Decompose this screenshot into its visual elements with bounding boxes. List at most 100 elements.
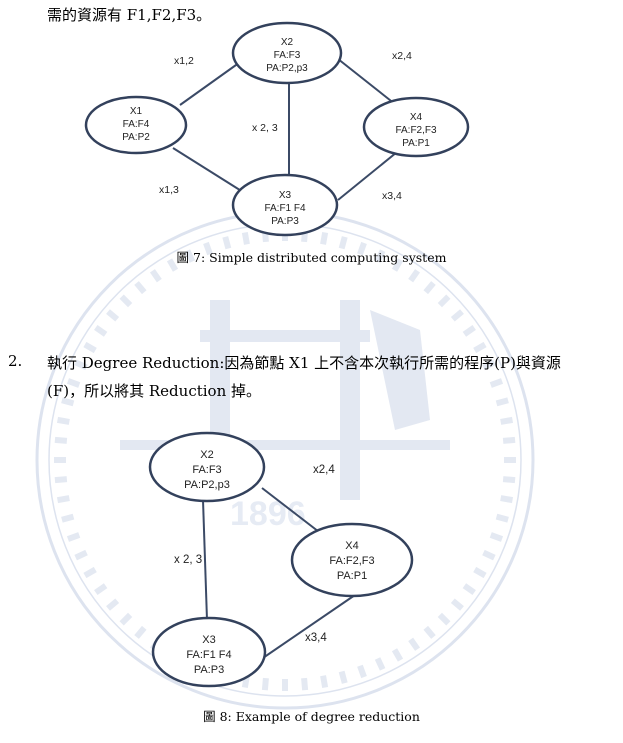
watermark-tick xyxy=(489,532,504,542)
watermark-tick xyxy=(282,679,288,691)
node-x1-name: X1 xyxy=(130,106,143,117)
watermark-tick xyxy=(301,677,309,691)
watermark-tick xyxy=(320,231,329,245)
watermark-tick xyxy=(502,436,516,444)
node-x1-fa: FA:F4 xyxy=(123,119,150,130)
watermark-tick xyxy=(83,341,97,354)
edge-label-x3-x4: x3,4 xyxy=(382,190,402,202)
node-x3-name: X3 xyxy=(279,190,292,201)
watermark-tick xyxy=(94,583,108,595)
watermark-tick xyxy=(106,309,120,322)
item2-number: 2. xyxy=(8,352,23,370)
watermark-tick xyxy=(482,359,496,371)
node-x2-name: X2 xyxy=(281,37,294,48)
watermark-tick xyxy=(450,598,464,611)
watermark-tick xyxy=(391,648,404,662)
watermark-tick xyxy=(261,677,269,691)
watermark-tick xyxy=(374,657,386,671)
edge-x1-x3 xyxy=(172,147,244,193)
watermark-tick xyxy=(500,495,514,504)
edge-label-x1-x2: x1,2 xyxy=(174,55,194,67)
node2-x2-fa: FA:F3 xyxy=(192,464,221,476)
node-x1-pa: PA:P2 xyxy=(122,132,150,143)
edge2-x2-x4 xyxy=(261,487,324,536)
figure2-caption: 圖 8: Example of degree reduction xyxy=(203,709,420,724)
node2-x3-pa: PA:P3 xyxy=(194,664,224,676)
edge2-label-x2-x4: x2,4 xyxy=(313,464,335,476)
watermark-tick xyxy=(437,294,451,308)
node-x1 xyxy=(84,95,188,155)
edge-label-x2-x4: x2,4 xyxy=(392,50,412,62)
watermark-tick xyxy=(56,416,70,425)
node-x4-fa: FA:F2,F3 xyxy=(395,125,437,136)
watermark-year: 1896 xyxy=(230,495,306,533)
node-x2 xyxy=(231,21,343,85)
watermark-tick xyxy=(408,637,420,651)
watermark-tick xyxy=(437,612,451,626)
watermark-tick xyxy=(500,416,514,425)
node-x4-pa: PA:P1 xyxy=(402,138,430,149)
watermark-tick xyxy=(54,457,66,463)
node2-x4-fa: FA:F2,F3 xyxy=(329,555,374,567)
edge-label-x2-x3: x 2, 3 xyxy=(252,122,278,134)
watermark-tick xyxy=(357,241,367,256)
node-x3-fa: FA:F1 F4 xyxy=(264,203,306,214)
node2-x4-name: X4 xyxy=(345,540,358,552)
edge2-x3-x4 xyxy=(259,594,356,661)
watermark-tick xyxy=(374,249,386,263)
node-x4-name: X4 xyxy=(410,112,423,123)
watermark-tick xyxy=(482,549,496,561)
figure1-caption: 圖 7: Simple distributed computing system xyxy=(176,250,447,265)
node2-x3 xyxy=(151,616,267,688)
watermark-tick xyxy=(222,236,232,250)
node2-x3-fa: FA:F1 F4 xyxy=(186,649,231,661)
watermark-tick xyxy=(462,325,476,337)
node-x2-pa: PA:P2,p3 xyxy=(266,63,308,74)
edge-x2-x4 xyxy=(332,54,401,109)
edge2-label-x2-x3: x 2, 3 xyxy=(174,554,202,566)
node2-x3-name: X3 xyxy=(202,634,215,646)
watermark-tick xyxy=(83,566,97,579)
node2-x2-pa: PA:P2,p3 xyxy=(184,479,230,491)
intro-text: 需的資源有 F1,F2,F3。 xyxy=(47,6,212,24)
watermark-tick xyxy=(338,236,348,250)
watermark-tick xyxy=(56,495,70,504)
watermark-tick xyxy=(66,532,81,542)
watermark-tick xyxy=(473,566,487,579)
edge-label-x1-x3: x1,3 xyxy=(159,184,179,196)
watermark-tick xyxy=(391,258,404,272)
node2-x2 xyxy=(148,431,266,503)
watermark-tick xyxy=(134,281,147,295)
watermark-tick xyxy=(408,269,420,283)
watermark-tick xyxy=(241,231,250,245)
watermark-tick xyxy=(54,476,68,484)
watermark-tick xyxy=(61,513,75,523)
watermark-tick xyxy=(184,249,196,263)
edge2-label-x3-x4: x3,4 xyxy=(305,632,327,644)
node-x4 xyxy=(362,96,470,158)
watermark-tick xyxy=(61,397,75,407)
node-x2-fa: FA:F3 xyxy=(274,50,301,61)
watermark-tick xyxy=(134,625,147,639)
watermark-tick xyxy=(462,583,476,595)
watermark-tick xyxy=(423,625,436,639)
watermark-tick xyxy=(119,612,133,626)
node-x3 xyxy=(231,173,339,237)
edge-x3-x4 xyxy=(337,147,403,201)
watermark-tick xyxy=(74,549,88,561)
item2-text-line2: (F)，所以將其 Reduction 掉。 xyxy=(47,382,261,400)
item2-text-line1: 執行 Degree Reduction:因為節點 X1 上不含本次執行所需的程序… xyxy=(47,354,561,372)
watermark-tick xyxy=(338,670,348,684)
watermark-tick xyxy=(166,258,179,272)
watermark-tick xyxy=(502,476,516,484)
watermark-tick xyxy=(504,457,516,463)
watermark-tick xyxy=(495,513,509,523)
watermark-tick xyxy=(320,675,329,689)
watermark-tick xyxy=(489,378,504,388)
watermark-tick xyxy=(495,397,509,407)
node2-x4-pa: PA:P1 xyxy=(337,570,367,582)
watermark-tick xyxy=(450,309,464,322)
watermark-tick xyxy=(54,436,68,444)
